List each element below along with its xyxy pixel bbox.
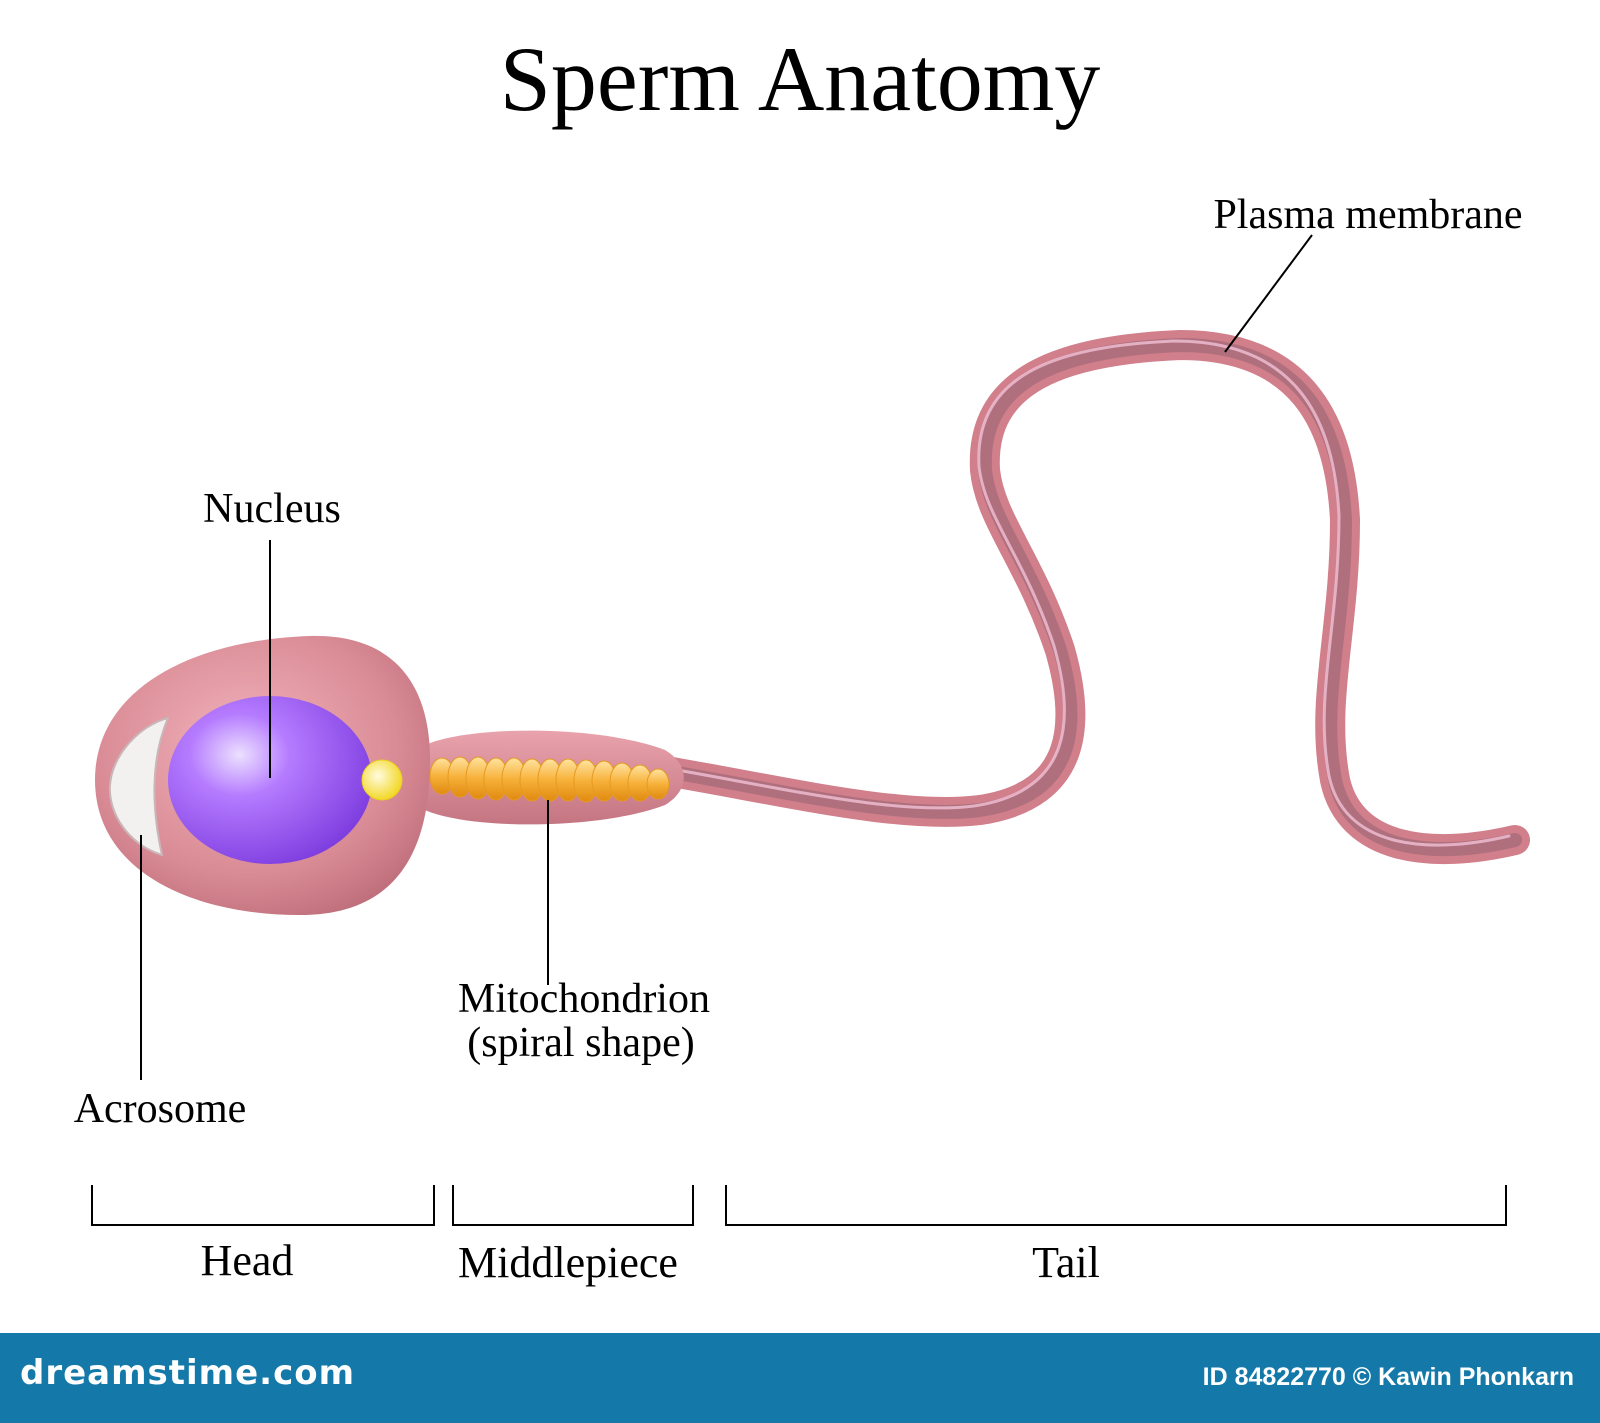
head-segment-label: Head [201, 1236, 294, 1285]
plasma-membrane-leader [1224, 234, 1313, 353]
plasma-membrane-label: Plasma membrane [1213, 192, 1522, 238]
nucleus-label: Nucleus [203, 486, 341, 532]
image-credit: ID 84822770 © Kawin Phonkarn [1202, 1363, 1574, 1391]
acrosome [108, 716, 170, 857]
head [95, 635, 430, 915]
tail [645, 329, 1530, 865]
middlepiece-segment-label: Middlepiece [458, 1238, 678, 1287]
tail-bracket [725, 1185, 1507, 1226]
centriole [361, 759, 403, 801]
middlepiece-bracket [452, 1185, 694, 1226]
mitochondrion-spiral [429, 756, 670, 803]
sperm-anatomy-diagram: Sperm Anatomy [74, 28, 1530, 1287]
acrosome-label: Acrosome [74, 1086, 247, 1132]
diagram-title: Sperm Anatomy [500, 28, 1101, 130]
mitochondrion-label-line1: Mitochondrion [458, 976, 710, 1022]
brand-logo[interactable]: dreamstime.com [20, 1353, 356, 1393]
nucleus [168, 696, 372, 864]
middlepiece [425, 730, 684, 825]
footer-bar: dreamstime.com ID 84822770 © Kawin Phonk… [0, 1333, 1600, 1423]
head-bracket [91, 1185, 435, 1226]
tail-segment-label: Tail [1032, 1238, 1100, 1287]
mitochondrion-label-line2: (spiral shape) [467, 1020, 694, 1066]
